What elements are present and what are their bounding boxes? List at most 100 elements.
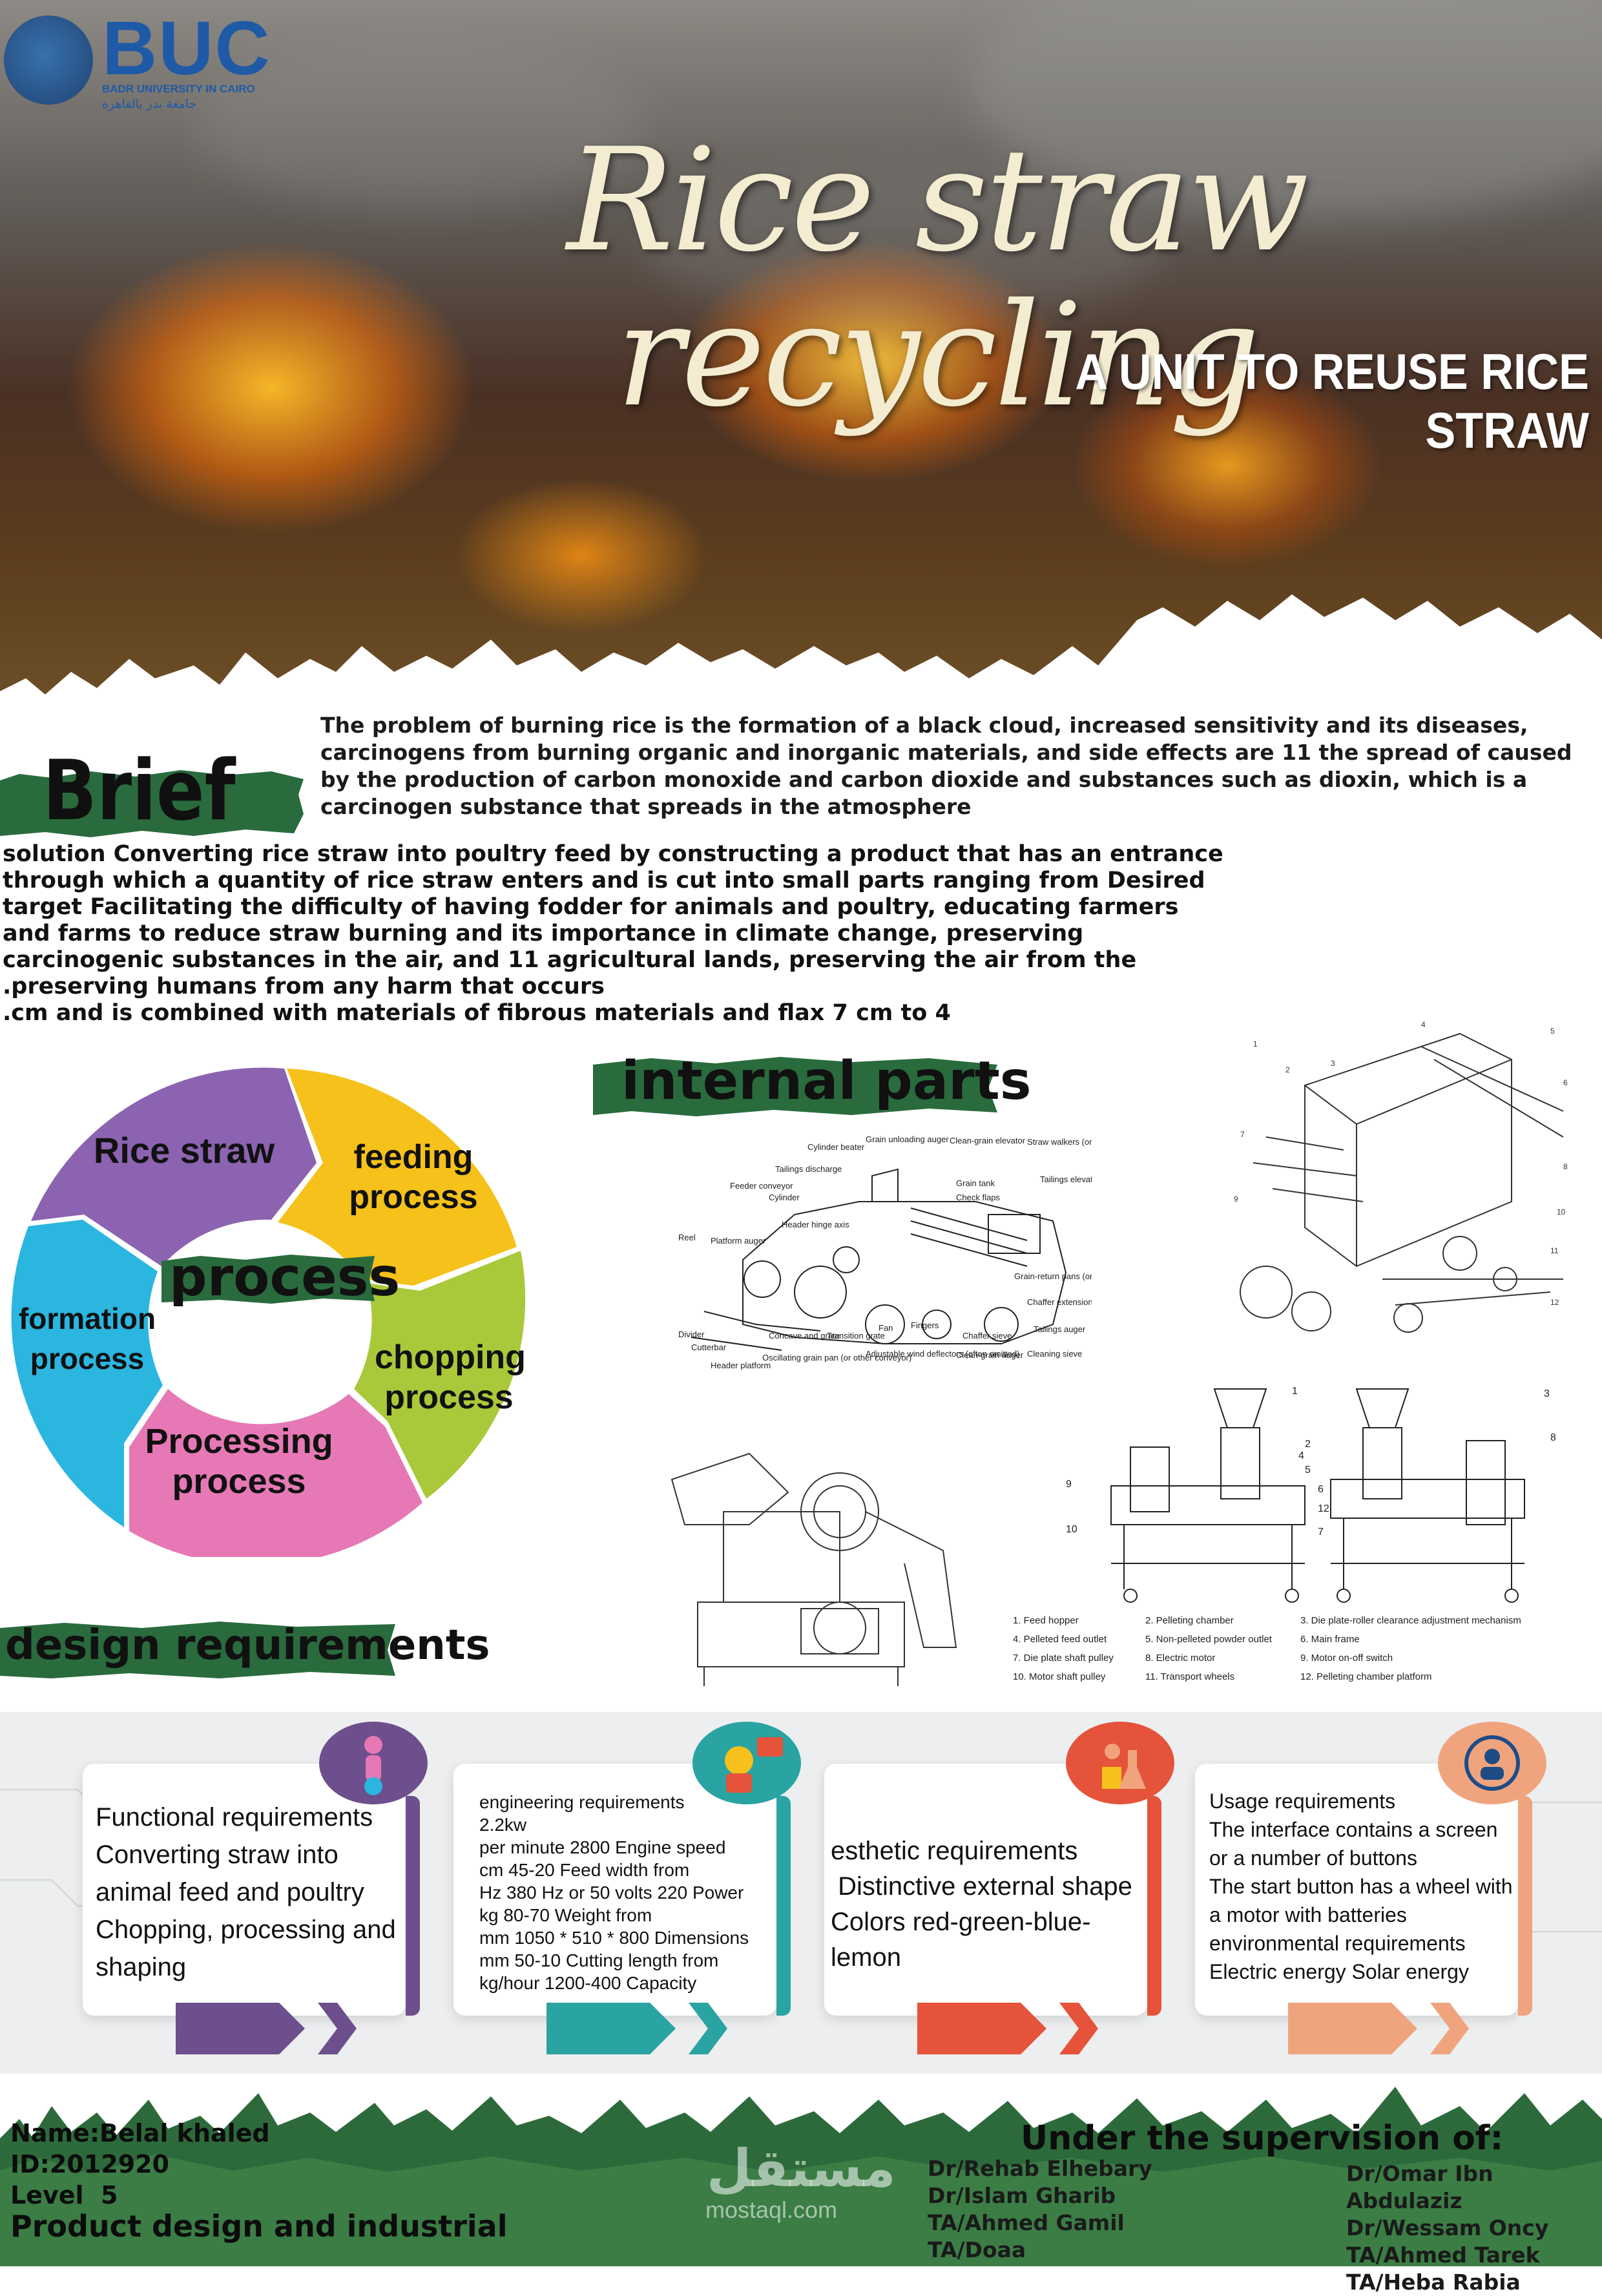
svg-text:10: 10 xyxy=(1066,1524,1077,1535)
svg-text:Oscillating grain pan (or othe: Oscillating grain pan (or other conveyor… xyxy=(762,1353,911,1362)
svg-text:Tailings auger: Tailings auger xyxy=(1034,1324,1086,1334)
solution-line: and farms to reduce straw burning and it… xyxy=(3,921,1084,946)
internal-parts-heading: internal parts xyxy=(621,1050,1032,1112)
segment-label-rice-straw: Rice straw xyxy=(93,1130,275,1171)
chevron-icon xyxy=(1021,2003,1098,2054)
svg-text:7: 7 xyxy=(1318,1527,1324,1538)
grass-footer xyxy=(0,2087,1602,2266)
chevron-icon xyxy=(650,2003,727,2054)
svg-text:Feeder conveyor: Feeder conveyor xyxy=(730,1181,793,1191)
person-icon xyxy=(319,1722,428,1804)
svg-text:Tailings elevator: Tailings elevator xyxy=(1040,1174,1092,1184)
svg-text:Cylinder: Cylinder xyxy=(769,1193,800,1202)
internal-parts-brush-stroke xyxy=(593,1057,997,1116)
process-wheel xyxy=(11,1067,526,1557)
problem-paragraph: The problem of burning rice is the forma… xyxy=(320,713,1572,819)
solution-line: .preserving humans from any harm that oc… xyxy=(3,974,605,999)
svg-text:9: 9 xyxy=(1234,1195,1238,1204)
engineering-requirements-card xyxy=(453,1764,776,2016)
svg-text:12: 12 xyxy=(1550,1298,1559,1307)
student-level: Level 5 xyxy=(10,2181,118,2209)
svg-text:4: 4 xyxy=(1298,1450,1304,1461)
watermark-url: mostaql.com xyxy=(705,2197,838,2223)
functional-requirements-text: Functional requirements Converting straw… xyxy=(96,1803,396,1981)
svg-text:Fan: Fan xyxy=(879,1323,893,1333)
svg-text:Tailings discharge: Tailings discharge xyxy=(775,1164,842,1174)
svg-text:8: 8 xyxy=(1563,1162,1568,1171)
svg-text:5: 5 xyxy=(1550,1027,1555,1036)
card-accent-edge xyxy=(406,1796,420,2016)
svg-text:12: 12 xyxy=(1318,1503,1329,1514)
svg-text:Clean-grain auger: Clean-grain auger xyxy=(956,1350,1024,1360)
svg-text:Check flaps: Check flaps xyxy=(956,1193,1000,1202)
student-id: ID:2012920 xyxy=(10,2150,169,2178)
lab-icon xyxy=(1066,1722,1174,1804)
supervisors-right: Dr/Omar Ibn Abdulaziz Dr/Wessam Oncy TA/… xyxy=(1346,2161,1549,2295)
svg-text:4: 4 xyxy=(1421,1020,1426,1029)
svg-text:1: 1 xyxy=(1253,1039,1258,1049)
combine-harvester-diagram: Cylinder beater Grain unloading auger Cl… xyxy=(678,1134,1092,1370)
usage-requirements-card xyxy=(1195,1764,1518,2016)
svg-text:Header platform: Header platform xyxy=(711,1361,771,1370)
svg-text:Divider: Divider xyxy=(678,1330,705,1339)
logo-wordmark: BUC xyxy=(102,6,271,91)
wheel-segment-formation xyxy=(11,1220,163,1527)
supervisors-left: Dr/Rehab Elhebary Dr/Islam Gharib TA/Ahm… xyxy=(928,2156,1152,2262)
university-logo: BUC BADR UNIVERSITY IN CAIRO جامعة بدر ب… xyxy=(0,6,297,111)
svg-text:6: 6 xyxy=(1318,1484,1324,1495)
esthetic-requirements-text: esthetic requirements Distinctive extern… xyxy=(831,1837,1132,1972)
card-accent-edge xyxy=(776,1796,791,2016)
poster-title: Rice straw recycling xyxy=(567,118,1309,438)
solution-line: solution Converting rice straw into poul… xyxy=(3,841,1223,867)
solution-line: carcinogenic substances in the air, and … xyxy=(3,947,1137,973)
brief-heading: Brief xyxy=(43,743,236,839)
svg-text:Cylinder beater: Cylinder beater xyxy=(807,1142,865,1152)
solution-paragraph: solution Converting rice straw into poul… xyxy=(3,841,1592,1027)
usage-requirements-text: Usage requirements The interface contain… xyxy=(1209,1790,1513,1983)
logo-name-en: BADR UNIVERSITY IN CAIRO xyxy=(102,83,255,95)
svg-text:Chaffer sieve: Chaffer sieve xyxy=(962,1331,1012,1341)
chopper-machine-diagram xyxy=(671,1452,957,1686)
svg-text:8: 8 xyxy=(1550,1432,1556,1443)
engineering-requirements-text: engineering requirements 2.2kw per minut… xyxy=(479,1792,749,1993)
svg-text:2: 2 xyxy=(1305,1439,1311,1450)
solution-line: .cm and is combined with materials of fi… xyxy=(3,1000,951,1026)
process-heading: process xyxy=(169,1247,400,1308)
poster-subtitle: A UNIT TO REUSE RICE STRAW xyxy=(1075,343,1589,459)
wheel-segment-feeding xyxy=(278,1069,517,1286)
svg-text:10: 10 xyxy=(1557,1207,1566,1216)
svg-text:Transition grate: Transition grate xyxy=(827,1331,885,1341)
card-arrow xyxy=(917,2003,1021,2054)
svg-text:11: 11 xyxy=(1550,1246,1559,1255)
student-department: Product design and industrial xyxy=(10,2209,508,2244)
hero-banner xyxy=(0,0,1602,717)
svg-text:3: 3 xyxy=(1331,1059,1335,1068)
svg-text:Chaffer extension: Chaffer extension xyxy=(1027,1297,1092,1307)
wheel-segment-rice-straw xyxy=(31,1067,317,1266)
svg-text:Platform auger: Platform auger xyxy=(711,1236,766,1246)
student-info: Name:Belal khaled ID:2012920 Level 5 Pro… xyxy=(10,2118,507,2242)
svg-text:Clean-grain elevator: Clean-grain elevator xyxy=(950,1136,1026,1145)
svg-text:2: 2 xyxy=(1285,1065,1290,1074)
torn-paper-edge xyxy=(0,594,1602,717)
svg-text:Header hinge axis: Header hinge axis xyxy=(782,1220,849,1229)
svg-text:6: 6 xyxy=(1563,1078,1568,1087)
chevron-icon xyxy=(1391,2003,1469,2054)
card-arrow xyxy=(546,2003,650,2054)
svg-text:Fingers: Fingers xyxy=(911,1320,939,1330)
svg-text:Adjustable wind deflectors (of: Adjustable wind deflectors (often omitte… xyxy=(866,1349,1019,1359)
functional-requirements-card xyxy=(83,1764,406,2016)
svg-text:3: 3 xyxy=(1544,1388,1550,1399)
logo-name-ar: جامعة بدر بالقاهرة xyxy=(102,97,197,111)
svg-text:7: 7 xyxy=(1240,1130,1245,1139)
design-requirements-brush-stroke xyxy=(0,1622,395,1678)
svg-text:Grain-return pans (or other co: Grain-return pans (or other conveyor) xyxy=(1014,1271,1092,1281)
svg-text:1: 1 xyxy=(1292,1386,1298,1397)
card-accent-edge xyxy=(1147,1796,1161,2016)
